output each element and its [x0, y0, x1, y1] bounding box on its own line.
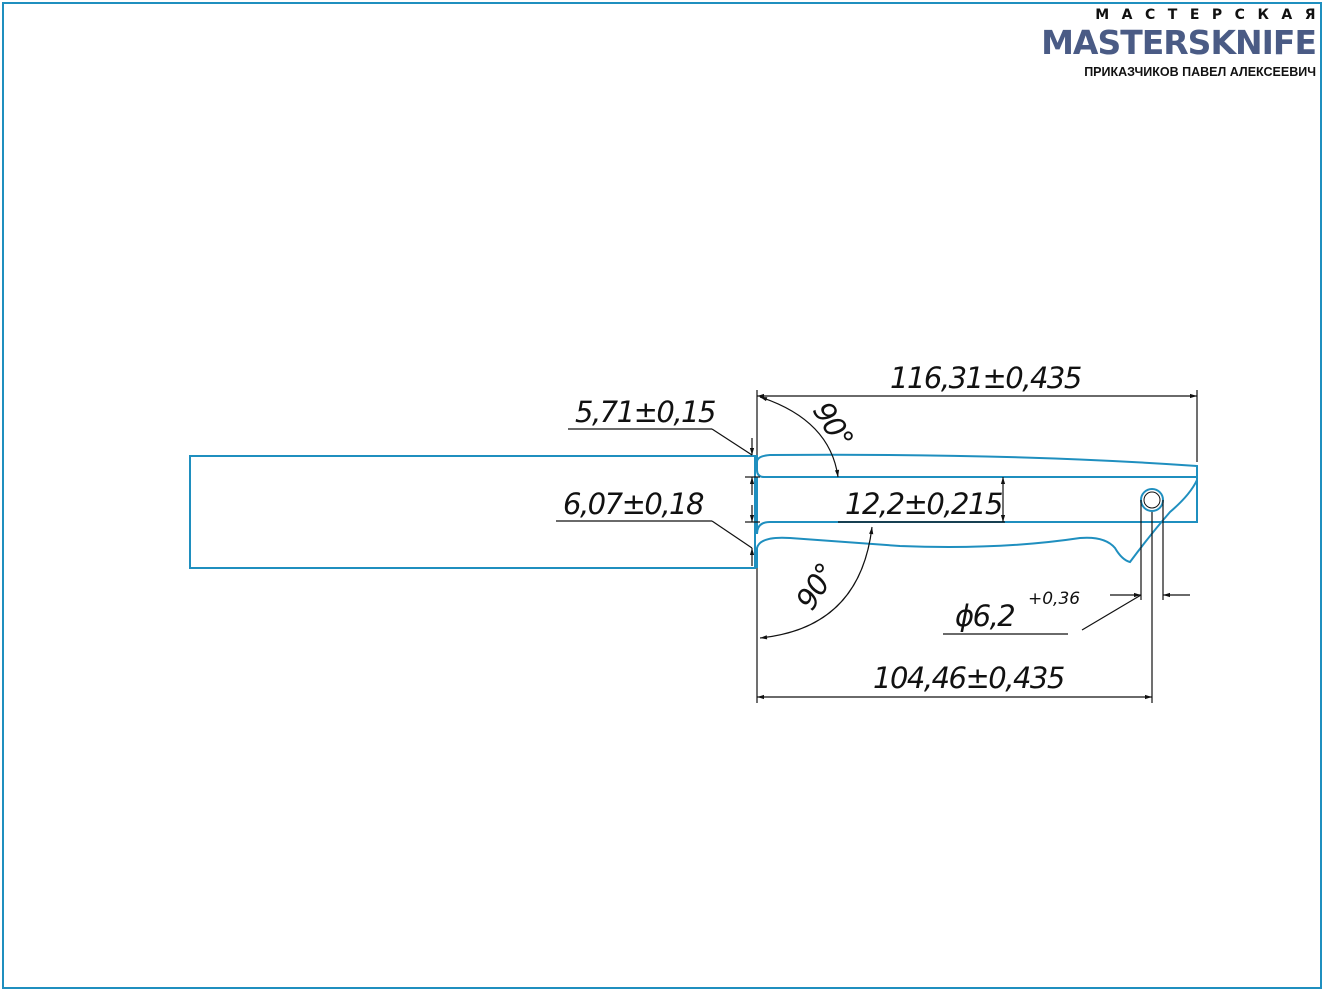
tang-rectangle: [189, 455, 756, 569]
hole-tolerance-label: +0,36: [1028, 589, 1080, 609]
mastersknife-logo: МАСТЕРСКАЯ MASTERSKNIFE ПРИКАЗЧИКОВ ПАВЕ…: [1036, 6, 1317, 80]
pivot-hole-inner: [1143, 491, 1161, 509]
gap-thickness-label: 6,07±0,18: [563, 487, 704, 521]
logo-brand: MASTERSKNIFE: [1041, 23, 1317, 62]
overall-length-label: 116,31±0,435: [890, 361, 1081, 395]
liner-width-label: 12,2±0,215: [845, 487, 1002, 521]
spine-thickness-label: 5,71±0,15: [575, 395, 715, 429]
logo-top-line: МАСТЕРСКАЯ: [1095, 7, 1328, 23]
dimension-lines: [556, 390, 1198, 703]
hole-position-label: 104,46±0,435: [873, 661, 1064, 695]
logo-owner: ПРИКАЗЧИКОВ ПАВЕЛ АЛЕКСЕЕВИЧ: [1084, 65, 1316, 79]
spine-profile: [756, 453, 1198, 478]
angle-top-label: 90°: [806, 396, 860, 454]
liner-profile: [756, 477, 1198, 535]
angle-bottom-label: 90°: [789, 558, 843, 616]
hole-diameter-label: ϕ6,2: [955, 599, 1014, 633]
